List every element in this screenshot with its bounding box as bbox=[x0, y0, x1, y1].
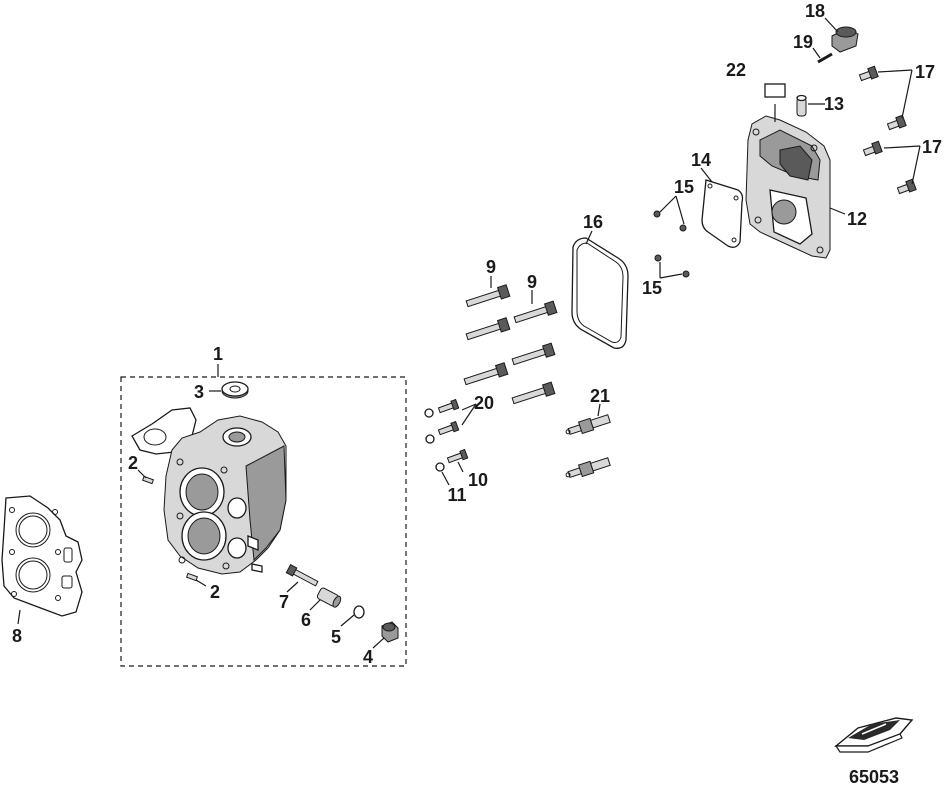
cover-plate-14 bbox=[701, 179, 744, 248]
callout-19: 19 bbox=[793, 32, 813, 52]
dowel-pin-upper bbox=[141, 475, 155, 485]
callout-4: 4 bbox=[363, 647, 373, 667]
callout-15-upper: 15 bbox=[674, 177, 694, 197]
callout-7: 7 bbox=[279, 592, 289, 612]
callout-17-upper: 17 bbox=[915, 62, 935, 82]
spark-plug-lower bbox=[565, 457, 611, 478]
o-ring-5 bbox=[353, 605, 365, 619]
screw-10 bbox=[446, 448, 469, 464]
cap-18 bbox=[831, 26, 859, 53]
cylinder-head-cover-12 bbox=[745, 115, 831, 259]
screws-washers-20 bbox=[424, 398, 460, 444]
callout-8: 8 bbox=[12, 626, 22, 646]
head-bolts-9 bbox=[463, 284, 558, 405]
callout-13: 13 bbox=[824, 94, 844, 114]
head-gasket bbox=[1, 495, 83, 617]
screws-15 bbox=[653, 210, 690, 278]
sleeve-6 bbox=[316, 587, 342, 608]
callout-1: 1 bbox=[213, 344, 223, 364]
screws-17 bbox=[858, 65, 917, 195]
callout-6: 6 bbox=[301, 610, 311, 630]
callout-2-upper: 2 bbox=[128, 453, 138, 473]
callout-21: 21 bbox=[590, 386, 610, 406]
callout-16: 16 bbox=[583, 212, 603, 232]
thermostat-pin-13 bbox=[796, 94, 807, 117]
decal-22 bbox=[764, 83, 786, 98]
cylinder-block bbox=[131, 407, 287, 575]
leader-lines bbox=[17, 17, 921, 649]
callout-11: 11 bbox=[447, 485, 466, 505]
callout-10: 10 bbox=[468, 470, 488, 490]
callout-12: 12 bbox=[847, 209, 867, 229]
boat-icon bbox=[834, 717, 914, 753]
seal-washer bbox=[221, 381, 249, 399]
callout-2-lower: 2 bbox=[210, 582, 220, 602]
cover-gasket-16 bbox=[571, 237, 629, 349]
washer-11 bbox=[435, 462, 445, 472]
callout-17-lower: 17 bbox=[922, 137, 942, 157]
hex-screw-7 bbox=[285, 563, 319, 587]
callout-5: 5 bbox=[331, 627, 341, 647]
callout-20: 20 bbox=[474, 393, 494, 413]
dowel-pin-lower bbox=[185, 572, 199, 582]
callout-9-right: 9 bbox=[527, 272, 537, 292]
callout-3: 3 bbox=[194, 382, 204, 402]
callout-18: 18 bbox=[805, 1, 825, 21]
kit-boundary-box bbox=[120, 376, 407, 667]
callout-9-left: 9 bbox=[486, 257, 496, 277]
callout-22: 22 bbox=[726, 60, 746, 80]
callout-14: 14 bbox=[691, 150, 711, 170]
figure-number: 65053 bbox=[849, 767, 899, 787]
spark-plug-upper bbox=[565, 414, 611, 435]
drain-plug-4 bbox=[381, 621, 399, 643]
gasket-19 bbox=[817, 52, 833, 64]
callout-15-lower: 15 bbox=[642, 278, 662, 298]
